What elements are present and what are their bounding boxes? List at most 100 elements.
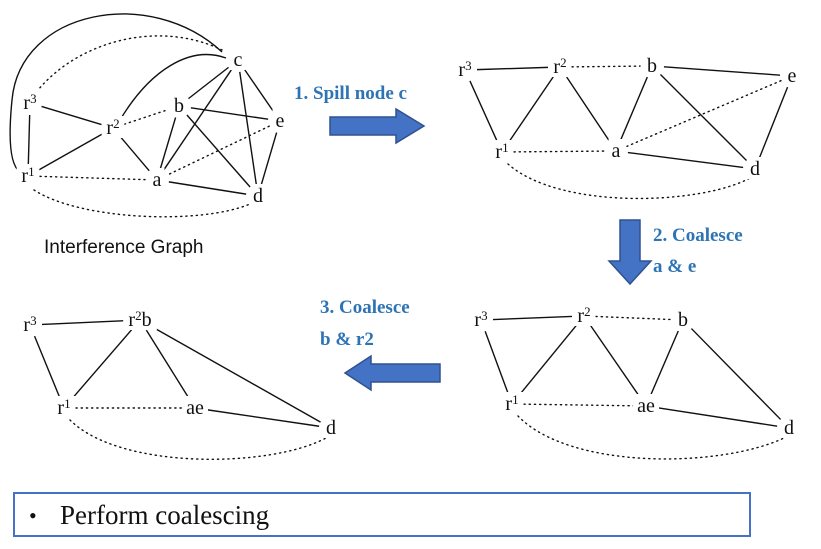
g1-edge-r2-r1 [508,76,554,143]
g2-node-d: d [784,417,794,439]
step1-label: 1. Spill node c [294,83,407,104]
g3-edge-r3-r2b [41,319,129,326]
g0-edge-c-b [188,66,229,100]
g0-edge-r3-r2 [41,105,102,126]
g1-edge-a-d [627,151,744,169]
g1-edge-b-d [659,73,748,162]
bullet-text: Perform coalescing [60,500,270,530]
g0-edge-r2-b [123,109,169,125]
g3-node-d: d [326,417,336,439]
edges-layer [9,13,789,460]
g1-node-bg-r3 [453,58,477,80]
g3-edge-ae-d [206,409,320,427]
g1-node-r2: r2 [553,55,566,78]
bullet-dot: • [29,503,37,528]
g3-node-ae: ae [186,397,204,419]
g0-node-bg-r1 [16,164,40,186]
g2-node-r2: r2 [577,304,590,327]
g0-edge-b-d [186,114,251,188]
g2-node-bg-r3 [469,308,493,330]
g1-node-bg-r1 [490,140,514,162]
g1-edge-r2-b [571,65,641,68]
g0-node-e: e [276,110,285,132]
g2-node-bg-d [781,416,797,438]
g2-edge-b-d [690,328,782,420]
g0-edge-c-e [244,69,274,112]
g3-node-bg-r3 [18,313,42,335]
step2-label-line1: 2. Coalesce [653,225,743,246]
g2-edge-r2-r1 [519,324,577,396]
g0-node-bg-a [149,168,165,190]
bullet-box: • Perform coalescing [13,492,751,537]
g1-node-bg-d [747,157,763,179]
g0-edge-c-d [239,71,257,185]
g0-edge-e-d [260,132,278,185]
g2-edge-r3-r2 [492,315,573,321]
g3-edge-r1-d [69,419,327,460]
g1-node-e: e [788,65,797,87]
g0-node-bg-e [272,109,288,131]
g2-edge-r2-b [595,315,672,321]
g1-edge-b-e [663,66,781,76]
left-arrow-icon [343,354,441,392]
g1-edge-b-a [620,76,648,141]
g1-node-bg-e [784,64,800,86]
g3-node-bg-d [323,416,339,438]
g0-edge-e-a [167,125,270,176]
g0-edge-b-a [159,117,177,169]
g0-node-bg-r2 [101,116,125,138]
g0-edge-c-a [163,69,232,171]
g1-node-b: b [647,55,657,77]
g1-node-bg-b [644,54,660,76]
g2-node-bg-b [675,308,691,330]
g0-edge-r2-r1 [38,133,103,171]
g0-node-d: d [253,185,263,207]
step3-label-line2: b & r2 [320,329,374,350]
g1-node-r1: r1 [495,140,508,163]
g0-edge-r3-r1 [27,114,31,165]
g1-edge-e-a [626,80,782,147]
g0-node-c: c [234,49,243,71]
g3-node-bg-ae [182,396,208,418]
interference-graph-caption: Interference Graph [44,237,203,258]
g0-node-r3: r3 [23,91,36,114]
g2-node-bg-ae [633,394,659,416]
g0-edge-r1-a [39,175,146,181]
g1-edge-e-d [758,86,789,159]
g0-node-r1: r1 [21,164,34,187]
g1-node-bg-a [608,139,624,161]
g2-edge-r1-d [517,415,785,460]
g0-node-bg-r3 [18,91,42,113]
g0-node-r2: r2 [106,116,119,139]
down-arrow-icon [607,219,653,286]
g0-node-bg-d [250,184,266,206]
g2-node-bg-r1 [500,392,524,414]
g1-node-bg-r2 [548,55,572,77]
g3-node-r3: r3 [23,313,36,336]
g0-edge-r2-a [120,136,150,172]
g3-edge-r2b-ae [145,329,190,399]
g0-node-bg-c [230,48,246,70]
g2-edge-b-ae [650,330,679,396]
g0-edge-c-r3 [37,35,223,91]
g3-node-bg-r2b [123,308,157,330]
g1-edge-r3-r1 [469,80,498,142]
g2-node-r1: r1 [505,392,518,415]
g3-edge-r3-r1 [33,335,61,398]
g1-edge-r1-d [507,163,751,200]
g0-edge-r2-c [119,53,227,121]
g0-node-b: b [174,95,184,117]
g3-edge-r2b-r1 [71,328,133,400]
g2-node-b: b [678,309,688,331]
g1-node-r3: r3 [458,58,471,81]
g2-edge-r1-ae [523,403,635,407]
g1-node-a: a [612,140,621,162]
g2-node-bg-r2 [572,304,596,326]
g2-node-r3: r3 [474,308,487,331]
g0-edge-a-d [168,181,247,195]
g1-node-d: d [750,158,760,180]
g2-edge-ae-d [657,407,778,427]
g2-edge-r3-r1 [484,331,509,393]
g3-edge-r2b-d [150,325,321,423]
